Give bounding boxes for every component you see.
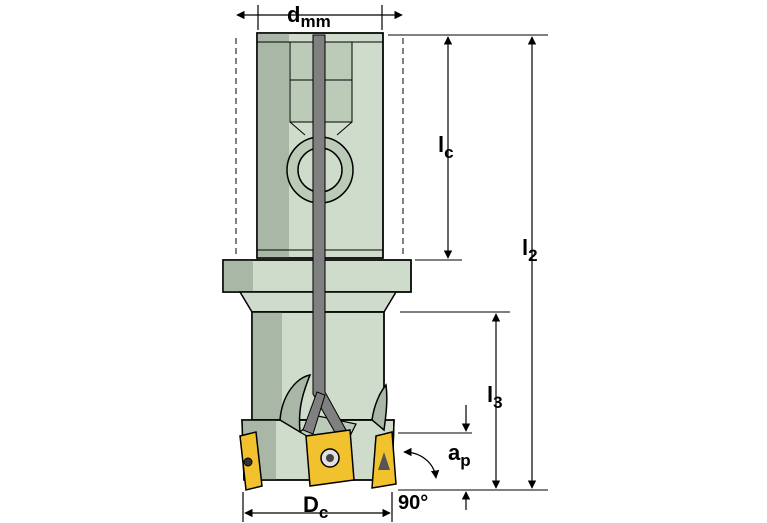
extension-lines: [388, 34, 548, 491]
l2-label: l2: [522, 235, 538, 265]
shank-shadow: [257, 33, 289, 258]
insert-center: [305, 429, 355, 487]
dmm-label: dmm: [287, 2, 331, 31]
chip-flute-left: [279, 373, 312, 434]
dmm-extension-lines: [235, 38, 404, 258]
inserts: [239, 429, 397, 491]
l3-label: l3: [487, 382, 503, 412]
lc-label: lc: [438, 132, 454, 162]
angle-label: 90°: [398, 492, 428, 514]
chip-flute-right: [371, 383, 388, 432]
insert-right: [371, 431, 397, 489]
dc-label: Dc: [303, 492, 328, 522]
insert-left: [239, 431, 263, 491]
dc-dimension: [242, 492, 393, 522]
ap-label: ap: [448, 440, 471, 470]
dmm-dimension: [236, 5, 403, 30]
angle-arc: [403, 447, 440, 479]
